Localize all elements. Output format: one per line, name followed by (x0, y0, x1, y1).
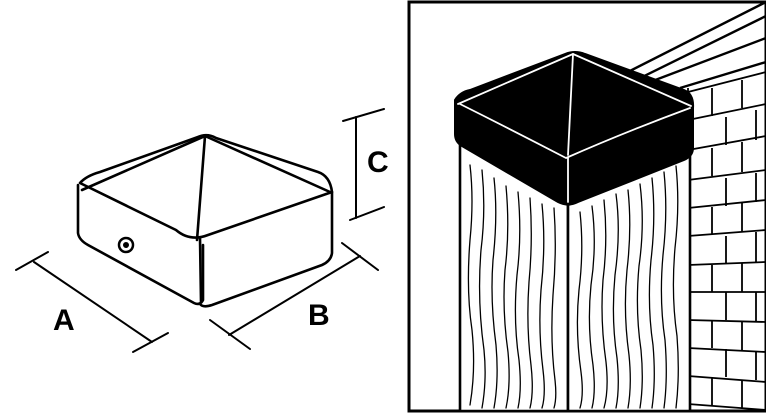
screw-hole-icon (117, 236, 135, 254)
dimension-label-c: C (367, 146, 389, 179)
fence-rail (619, 0, 766, 90)
dimension-c (342, 108, 385, 221)
dimension-label-b: B (308, 299, 330, 332)
installed-post-cap (454, 51, 695, 206)
post-cap-drawing (76, 133, 334, 308)
cap-highlights (457, 53, 692, 203)
cap-left-face (76, 183, 205, 306)
wood-grain (467, 164, 679, 409)
cap-top-outline (78, 133, 334, 239)
dimension-b (209, 242, 379, 350)
dimension-label-a: A (53, 304, 75, 337)
cap-body (454, 51, 695, 206)
cap-ridge-left (80, 134, 207, 192)
installed-illustration (407, 0, 766, 413)
cap-ridge-front (195, 134, 207, 242)
cap-ridge-right (203, 134, 332, 194)
cap-front-edge (198, 236, 203, 304)
dimension-a (15, 251, 169, 353)
cap-right-face (198, 190, 334, 308)
